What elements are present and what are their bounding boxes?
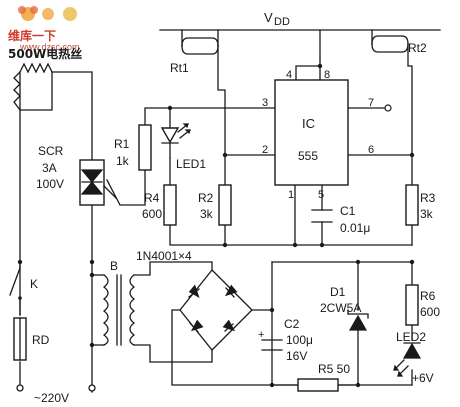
watermark-logo-text: 维库一下 (8, 28, 56, 43)
ic-555: IC 555 4 8 3 7 2 6 1 5 (262, 69, 392, 201)
svg-text:V: V (264, 10, 273, 25)
svg-text:LED1: LED1 (176, 157, 206, 171)
svg-text:R2: R2 (198, 191, 214, 205)
resistor-r1: R1 1k (114, 124, 152, 171)
svg-text:3k: 3k (420, 207, 434, 221)
transformer-b: B (102, 259, 136, 346)
svg-text:Rt1: Rt1 (170, 61, 189, 75)
resistor-r3: R3 3k (405, 184, 436, 226)
resistor-r2: R2 3k (198, 184, 232, 226)
svg-text:5: 5 (318, 189, 324, 201)
svg-text:3k: 3k (200, 207, 214, 221)
bridge-diode-3 (189, 319, 204, 333)
svg-text:R4: R4 (144, 191, 160, 205)
svg-text:R3: R3 (420, 191, 436, 205)
junction-dots (17, 63, 415, 388)
svg-text:3: 3 (262, 97, 268, 109)
svg-text:IC: IC (302, 116, 315, 131)
svg-text:16V: 16V (286, 349, 307, 363)
watermark-flower-logo (18, 6, 77, 21)
svg-text:+: + (258, 329, 264, 341)
capacitor-c1: C1 0.01μ (311, 204, 370, 235)
svg-text:B: B (110, 259, 118, 273)
svg-text:~220V: ~220V (34, 391, 69, 405)
resistor-r4: R4 600 (142, 184, 177, 226)
svg-text:1N4001×4: 1N4001×4 (136, 249, 192, 263)
plus-6v-label: +6V (412, 371, 434, 385)
scr-thyristor: SCR 3A 100V (36, 144, 117, 206)
led2: LED2 (393, 330, 426, 377)
svg-text:R1: R1 (114, 137, 130, 151)
svg-text:2: 2 (262, 144, 268, 156)
led1: LED1 (160, 123, 206, 171)
svg-text:SCR: SCR (38, 144, 64, 158)
svg-text:7: 7 (368, 97, 374, 109)
bridge-diode-2 (224, 284, 238, 298)
svg-text:K: K (30, 277, 38, 291)
switch-k: K (9, 261, 38, 316)
svg-text:1k: 1k (116, 154, 130, 168)
svg-text:C1: C1 (340, 204, 356, 218)
mains-input: ~220V (16, 384, 96, 405)
resistor-r6: R6 600 (405, 284, 440, 326)
bridge-diode-4 (222, 319, 236, 332)
vdd-label: V DD (264, 10, 290, 28)
svg-text:8: 8 (324, 69, 330, 81)
svg-text:100V: 100V (36, 177, 64, 191)
svg-text:600: 600 (142, 207, 162, 221)
watermark: 维库一下 www.dzsc.com (8, 6, 80, 52)
svg-text:3A: 3A (42, 161, 57, 175)
bridge-rectifier: 1N4001×4 (136, 249, 253, 351)
capacitor-c2: + C2 100μ 16V (258, 317, 313, 363)
svg-text:Rt2: Rt2 (408, 41, 427, 55)
svg-text:0.01μ: 0.01μ (340, 221, 370, 235)
svg-text:4: 4 (286, 69, 292, 81)
resistor-r5: R5 50 (297, 362, 350, 392)
thermistor-rt2: Rt2 (371, 35, 427, 55)
svg-text:500W电热丝: 500W电热丝 (8, 46, 82, 61)
bridge-diode-1 (188, 284, 200, 299)
svg-text:R6: R6 (420, 289, 436, 303)
svg-text:D1: D1 (330, 285, 346, 299)
svg-text:555: 555 (298, 149, 318, 163)
thermistor-rt1: Rt1 (170, 37, 219, 75)
svg-text:600: 600 (420, 305, 440, 319)
watermark-url: www.dzsc.com (19, 42, 80, 52)
svg-text:1: 1 (288, 189, 294, 201)
fuse-rd: RD (13, 317, 50, 361)
heater-element: 500W电热丝 (8, 46, 82, 111)
svg-text:C2: C2 (284, 317, 300, 331)
svg-text:6: 6 (368, 144, 374, 156)
svg-text:100μ: 100μ (286, 333, 313, 347)
svg-text:2CW5A: 2CW5A (320, 301, 361, 315)
svg-text:R5 50: R5 50 (318, 362, 350, 376)
zener-diode-d1: D1 2CW5A (320, 285, 369, 331)
svg-text:LED2: LED2 (396, 330, 426, 344)
svg-text:RD: RD (32, 333, 50, 347)
svg-text:DD: DD (274, 16, 290, 28)
